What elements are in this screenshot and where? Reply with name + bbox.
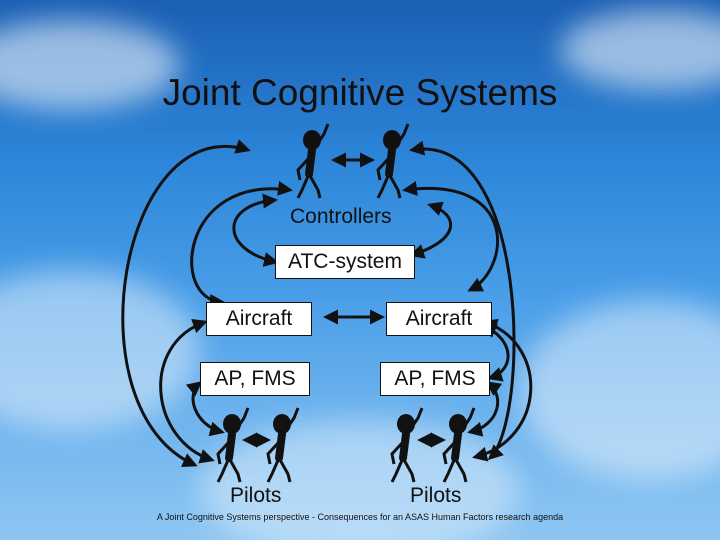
arrow-ap-aircraft-right [481, 324, 510, 382]
slide-title: Joint Cognitive Systems [162, 72, 558, 113]
arrow-ap-pilots-left [185, 381, 225, 437]
arrow-controllers-atc-left [232, 193, 279, 267]
cloud [0, 270, 200, 430]
pilots-left-label: Pilots [230, 484, 282, 507]
pilot-figure-left-2 [266, 407, 300, 483]
controller-figure-left [296, 123, 330, 199]
arrow-aircraft-pilots-right [472, 318, 533, 462]
cloud [520, 300, 720, 480]
pilot-figure-right-1 [390, 407, 424, 483]
arrow-controllers-aircraft-left [190, 180, 293, 310]
controllers-label: Controllers [290, 205, 392, 228]
footer-caption: A Joint Cognitive Systems perspective - … [156, 512, 564, 522]
arrow-controllers-aircraft-right [402, 181, 500, 292]
aircraft-right-box: Aircraft [386, 302, 492, 336]
pilot-figure-left-1 [216, 407, 250, 483]
aircraft-left-box: Aircraft [206, 302, 312, 336]
cloud [0, 20, 180, 110]
pilot-figure-right-2 [442, 407, 476, 483]
arrow-aircraft-pilots-left [159, 318, 215, 464]
controller-figure-right [376, 123, 410, 199]
arrow-controllers-pilots-right [409, 140, 516, 461]
ap-fms-left-box: AP, FMS [200, 362, 310, 396]
atc-system-box: ATC-system [275, 245, 415, 279]
pilots-right-label: Pilots [410, 484, 462, 507]
ap-fms-right-box: AP, FMS [380, 362, 490, 396]
arrow-controllers-atc-right [409, 201, 453, 259]
arrow-ap-pilots-right [467, 381, 503, 437]
arrow-controllers-pilots-left [121, 139, 251, 468]
cloud [560, 10, 720, 90]
